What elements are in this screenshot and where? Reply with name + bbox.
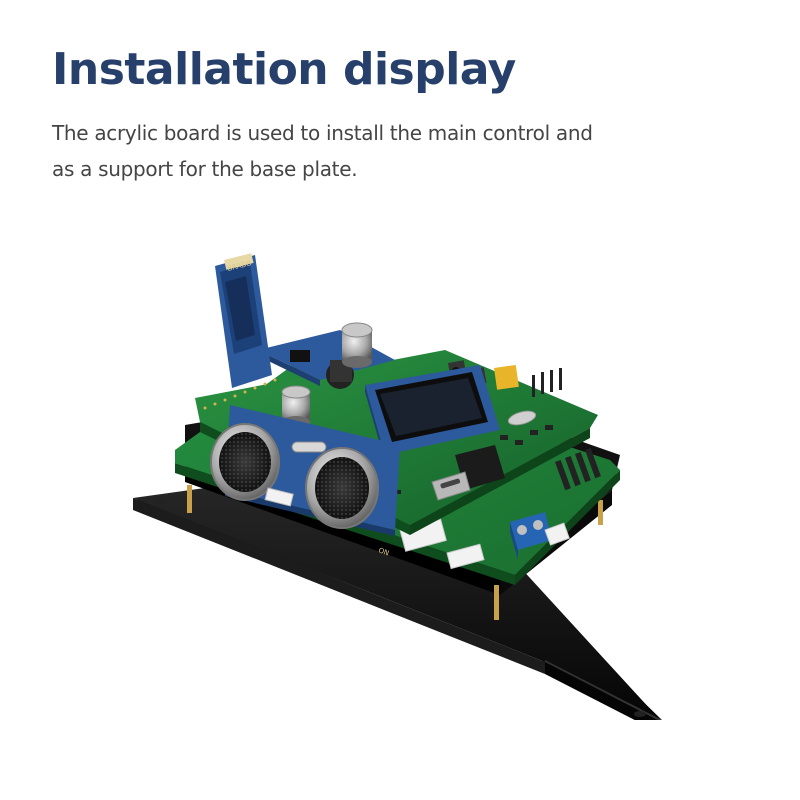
bluetooth-module: BRADB bbox=[215, 253, 272, 388]
on-silkscreen-label: ON bbox=[377, 546, 390, 557]
description-line-2: as a support for the base plate. bbox=[52, 157, 358, 181]
product-image: ON bbox=[0, 200, 800, 734]
capacitors bbox=[281, 322, 373, 428]
oled-display bbox=[365, 365, 500, 462]
brass-standoffs bbox=[187, 485, 603, 620]
robot-control-board-photo-icon: ON bbox=[133, 253, 662, 734]
page-title: Installation display bbox=[52, 44, 516, 95]
ultrasonic-sensor bbox=[210, 405, 400, 536]
page-description: The acrylic board is used to install the… bbox=[52, 115, 612, 187]
terminal-block bbox=[510, 512, 552, 560]
description-line-1: The acrylic board is used to install the… bbox=[52, 121, 593, 145]
acrylic-base-plate bbox=[133, 458, 662, 734]
